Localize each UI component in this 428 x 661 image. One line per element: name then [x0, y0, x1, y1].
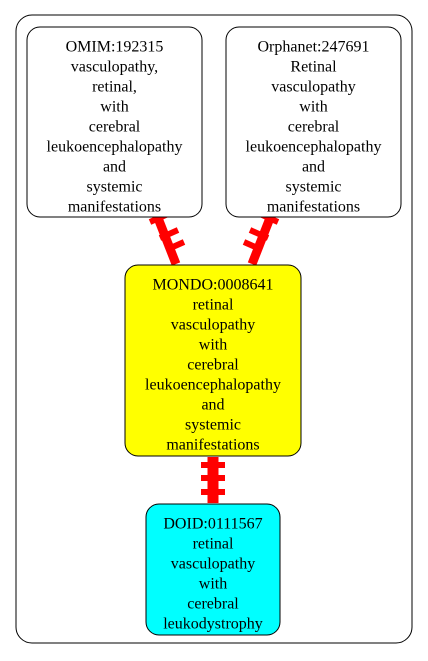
omim-label-line: retinal,: [92, 79, 137, 96]
node-doid-label: DOID:0111567 retinal vasculopathy with cereb…: [163, 516, 263, 633]
orphanet-label-line: cerebral: [288, 119, 340, 136]
edge-omim-to-mondo: [148, 211, 186, 266]
mondo-label-line: MONDO:0008641: [153, 277, 274, 294]
omim-label-line: OMIM:192315: [66, 39, 164, 56]
orphanet-label-line: and: [302, 159, 325, 176]
cluster-frame: [15, 14, 413, 644]
omim-label-line: manifestations: [68, 199, 161, 216]
mondo-label-line: leukoencephalopathy: [145, 377, 281, 394]
orphanet-label-line: with: [299, 99, 327, 116]
mondo-label-line: retinal: [193, 297, 234, 314]
orphanet-label-line: leukoencephalopathy: [246, 139, 382, 156]
omim-label-line: leukoencephalopathy: [47, 139, 183, 156]
mondo-label-line: with: [199, 337, 227, 354]
edge-mondo-to-doid: [201, 457, 225, 503]
doid-label-line: retinal: [193, 536, 234, 553]
omim-label-line: vasculopathy,: [71, 59, 158, 76]
doid-label-line: leukodystrophy: [163, 616, 263, 633]
node-omim-label: OMIM:192315 vasculopathy, retinal, with cere…: [47, 39, 183, 216]
orphanet-label-line: systemic: [286, 179, 342, 196]
mondo-label-line: cerebral: [187, 357, 239, 374]
orphanet-label-line: Orphanet:247691: [258, 39, 370, 56]
omim-label-line: systemic: [87, 179, 143, 196]
doid-label-line: DOID:0111567: [163, 516, 262, 533]
mondo-label-line: manifestations: [166, 437, 259, 454]
orphanet-label-line: vasculopathy: [271, 79, 355, 96]
doid-label-line: with: [199, 576, 227, 593]
omim-label-line: and: [103, 159, 126, 176]
orphanet-label-line: manifestations: [267, 199, 360, 216]
omim-label-line: cerebral: [89, 119, 141, 136]
node-mondo[interactable]: MONDO:0008641 retinal vasculopathy with cere…: [124, 264, 302, 457]
node-doid[interactable]: DOID:0111567 retinal vasculopathy with cereb…: [145, 503, 281, 636]
mondo-label-line: vasculopathy: [171, 317, 255, 334]
node-mondo-label: MONDO:0008641 retinal vasculopathy with cere…: [145, 277, 281, 454]
doid-label-line: cerebral: [187, 596, 239, 613]
edge-orphanet-to-mondo: [242, 211, 280, 266]
doid-label-line: vasculopathy: [171, 556, 255, 573]
orphanet-label-line: Retinal: [290, 59, 337, 76]
node-omim[interactable]: OMIM:192315 vasculopathy, retinal, with cere…: [26, 26, 203, 218]
edges: [148, 211, 280, 503]
mondo-label-line: and: [201, 397, 224, 414]
mondo-label-line: systemic: [185, 417, 241, 434]
omim-label-line: with: [100, 99, 128, 116]
